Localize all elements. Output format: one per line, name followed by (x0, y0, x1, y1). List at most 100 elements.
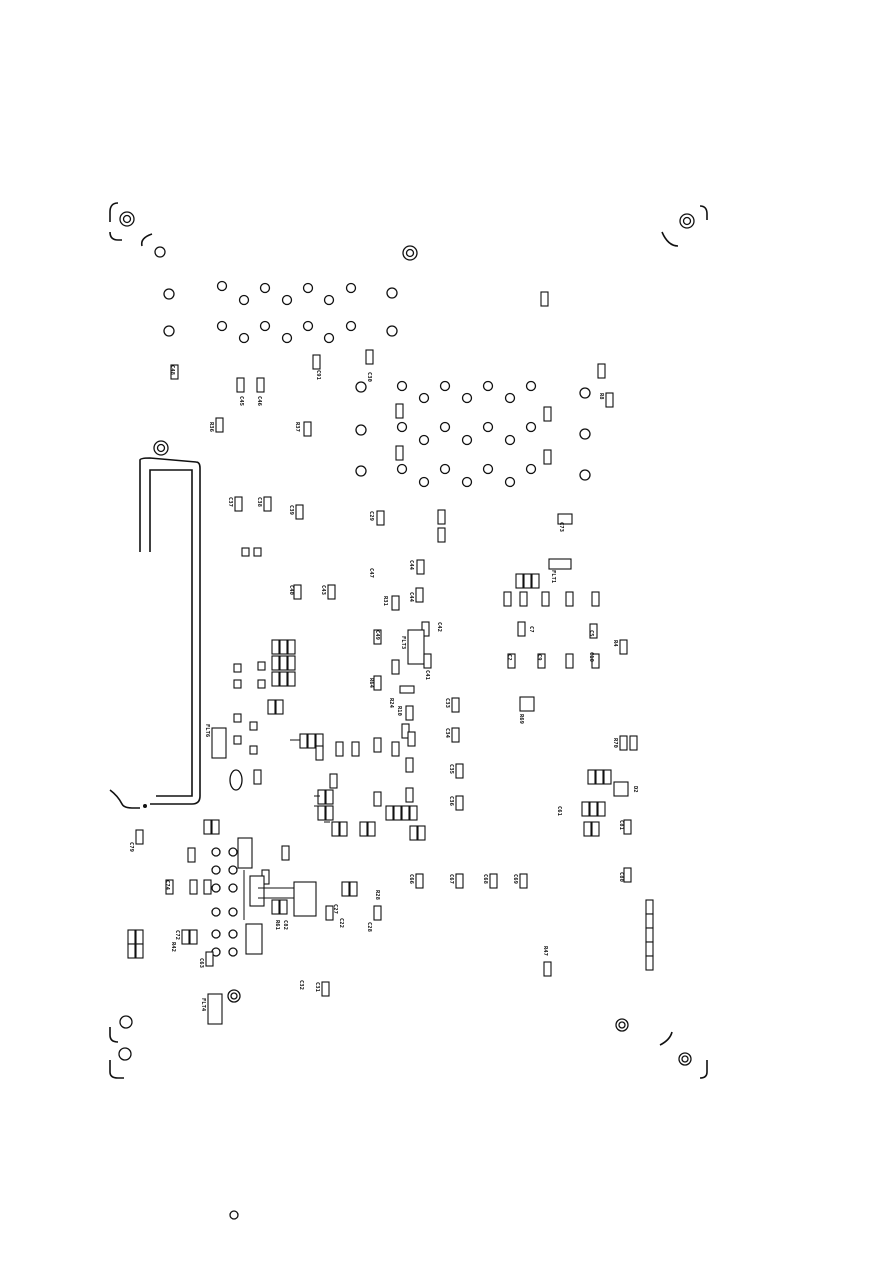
label-c34: C34 (444, 728, 450, 739)
component-body (189, 929, 198, 945)
component-body (605, 392, 614, 408)
round-pad (461, 434, 473, 446)
component-body (203, 879, 212, 895)
component-body (275, 699, 284, 715)
label-c39: C39 (288, 505, 294, 515)
round-pad (439, 421, 451, 433)
component-body (335, 741, 344, 757)
component-body (253, 547, 262, 557)
component-body (325, 789, 334, 805)
label-c63: C63 (198, 958, 204, 968)
component-body (451, 697, 460, 713)
component-body (405, 757, 414, 773)
component-body (385, 805, 394, 821)
round-pad (504, 476, 516, 488)
component-body (409, 825, 418, 841)
component-body (401, 805, 410, 821)
component-body (373, 737, 382, 753)
round-pad (355, 381, 367, 393)
label-c5: C5 (588, 630, 594, 637)
round-pad (228, 865, 238, 875)
component-body (597, 801, 606, 817)
label-flt3: FLT3 (400, 636, 406, 649)
component-body (127, 929, 136, 945)
label-c38: C38 (256, 497, 262, 507)
component-body (645, 899, 654, 915)
round-pad (228, 883, 238, 893)
round-pad (579, 387, 591, 399)
component-body (279, 655, 288, 671)
round-pad (461, 476, 473, 488)
round-pad (355, 465, 367, 477)
component-body (645, 927, 654, 943)
component-body (415, 873, 424, 889)
round-pad (579, 428, 591, 440)
round-pad (439, 380, 451, 392)
component-body (455, 763, 464, 779)
round-pad (345, 282, 357, 294)
component-body (287, 655, 296, 671)
round-pad (259, 320, 271, 332)
label-c72: C72 (174, 930, 180, 940)
label-c2: C2 (506, 654, 512, 661)
component-body (341, 881, 350, 897)
component-body (271, 655, 280, 671)
label-c36: C36 (448, 796, 454, 807)
component-body (351, 741, 360, 757)
component-body (211, 727, 227, 759)
round-pad (525, 421, 537, 433)
component-body (349, 881, 358, 897)
component-body (619, 639, 628, 655)
label-r28: R28 (374, 890, 380, 900)
fiducial-bottom-left (119, 1015, 133, 1029)
component-body (236, 377, 245, 393)
label-c46: C46 (256, 396, 262, 407)
component-body (249, 721, 258, 731)
component-body (307, 733, 316, 749)
component-body (451, 727, 460, 743)
component-body (271, 671, 280, 687)
component-body (395, 445, 404, 461)
component-body (303, 421, 312, 437)
component-body (407, 731, 416, 747)
component-body (249, 875, 265, 907)
component-body (295, 504, 304, 520)
label-r10: R10 (396, 706, 402, 716)
label-c40: C40 (288, 585, 294, 595)
component-body (437, 509, 446, 525)
component-body (515, 573, 524, 589)
component-body (455, 795, 464, 811)
round-pad (345, 320, 357, 332)
component-body (293, 881, 317, 917)
component-body (645, 941, 654, 957)
round-pad (216, 320, 228, 332)
component-body (325, 805, 334, 821)
component-body (503, 591, 512, 607)
component-body (455, 873, 464, 889)
component-body (279, 639, 288, 655)
label-c91: C91 (315, 370, 321, 381)
component-body (603, 769, 612, 785)
round-pad (396, 380, 408, 392)
round-pad (579, 469, 591, 481)
label-r31: R31 (382, 596, 388, 607)
label-c73: C73 (558, 522, 564, 532)
round-pad (396, 463, 408, 475)
round-pad (163, 288, 175, 300)
label-c61: C61 (556, 806, 562, 817)
round-pad (355, 424, 367, 436)
component-body (519, 873, 528, 889)
label-r37: R37 (294, 422, 300, 432)
component-body (517, 621, 526, 637)
component-body (287, 671, 296, 687)
component-pads (163, 280, 591, 957)
component-body (281, 845, 290, 861)
component-body (623, 867, 632, 883)
round-pad (216, 280, 228, 292)
label-r64: R64 (368, 678, 374, 689)
component-body (373, 905, 382, 921)
round-pad (211, 865, 221, 875)
component-body (421, 621, 430, 637)
label-r61: R61 (274, 920, 280, 931)
label-c44b: C44 (408, 592, 414, 603)
